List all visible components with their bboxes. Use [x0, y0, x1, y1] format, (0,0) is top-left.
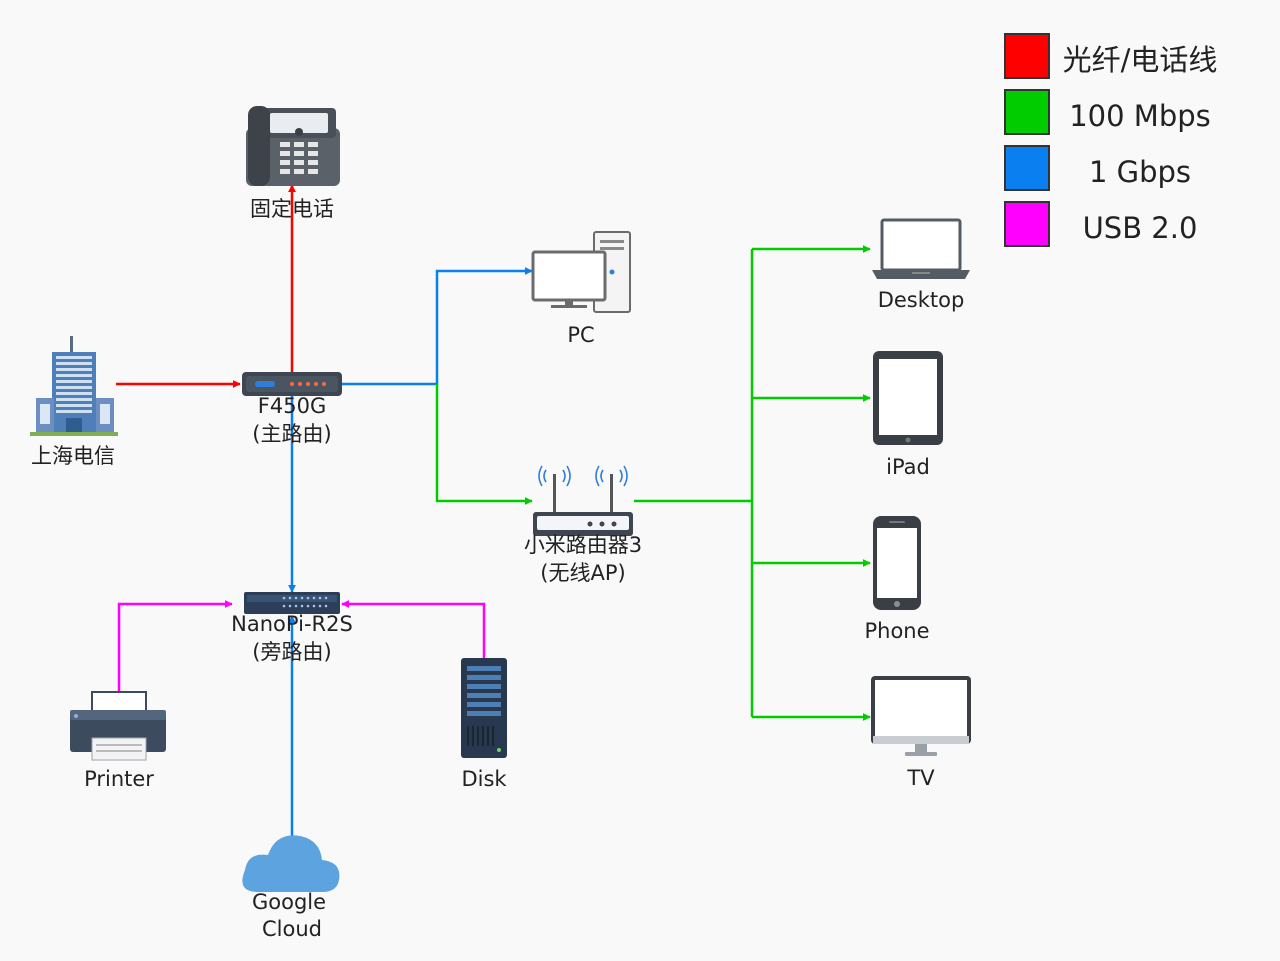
laptop-icon	[872, 218, 970, 279]
legend-item-usb: USB 2.0	[1004, 201, 1198, 247]
link-disk-to-side-router	[341, 600, 486, 658]
legend-swatch-100mbps	[1004, 89, 1050, 135]
modem-router-icon	[242, 372, 342, 396]
node-isp[interactable]: 上海电信	[30, 336, 118, 468]
link-ap-trunk	[634, 249, 754, 717]
ap-router-sublabel: (无线AP)	[540, 561, 625, 585]
desktop-pc-icon	[531, 231, 631, 313]
monitor-tv-icon	[871, 676, 971, 756]
desktop-label: Desktop	[878, 288, 965, 312]
legend-swatch-usb	[1004, 201, 1050, 247]
smartphone-icon	[873, 516, 921, 610]
office-building-icon	[30, 336, 118, 436]
connections	[116, 184, 871, 836]
node-printer[interactable]: Printer	[70, 691, 166, 791]
node-side-router[interactable]: NanoPi-R2S (旁路由)	[231, 592, 353, 664]
node-pc[interactable]: PC	[531, 231, 631, 347]
server-tower-icon	[461, 658, 507, 758]
link-printer-to-side-router	[117, 600, 233, 692]
legend: 光纤/电话线 100 Mbps 1 Gbps USB 2.0	[1004, 33, 1218, 247]
pc-label: PC	[567, 323, 594, 347]
node-main-router[interactable]: F450G (主路由)	[242, 372, 342, 446]
cloud-label: Google	[252, 890, 326, 914]
printer-label: Printer	[84, 767, 154, 791]
tablet-icon	[873, 351, 943, 445]
legend-label-fiber: 光纤/电话线	[1063, 43, 1218, 77]
cloud-sublabel: Cloud	[262, 917, 322, 941]
node-phone[interactable]: Phone	[864, 516, 930, 643]
legend-item-fiber: 光纤/电话线	[1004, 33, 1218, 79]
node-tv[interactable]: TV	[871, 676, 971, 790]
legend-item-1gbps: 1 Gbps	[1004, 145, 1191, 191]
link-main-router-to-ap	[435, 384, 533, 505]
node-disk[interactable]: Disk	[461, 658, 507, 791]
legend-swatch-1gbps	[1004, 145, 1050, 191]
legend-swatch-fiber	[1004, 33, 1050, 79]
tv-label: TV	[906, 766, 935, 790]
legend-label-100mbps: 100 Mbps	[1069, 99, 1211, 133]
node-telephone[interactable]: 固定电话	[246, 106, 340, 221]
main-router-sublabel: (主路由)	[252, 422, 331, 446]
telephone-icon	[246, 106, 340, 186]
phone-label: Phone	[864, 619, 929, 643]
node-desktop[interactable]: Desktop	[872, 218, 970, 312]
network-switch-icon	[244, 592, 340, 614]
link-main-router-to-pc	[342, 267, 533, 386]
node-ap-router[interactable]: 小米路由器3 (无线AP)	[524, 465, 642, 585]
ipad-label: iPad	[886, 455, 930, 479]
node-ipad[interactable]: iPad	[873, 351, 943, 479]
side-router-label: NanoPi-R2S	[231, 612, 353, 636]
main-router-label: F450G	[258, 394, 326, 418]
disk-label: Disk	[461, 767, 507, 791]
isp-label: 上海电信	[31, 444, 115, 468]
printer-icon	[70, 691, 166, 761]
legend-label-usb: USB 2.0	[1083, 211, 1198, 245]
ap-router-label: 小米路由器3	[524, 533, 642, 557]
wireless-router-icon	[533, 465, 633, 536]
legend-item-100mbps: 100 Mbps	[1004, 89, 1211, 135]
node-cloud[interactable]: Google Cloud	[242, 835, 340, 941]
side-router-sublabel: (旁路由)	[252, 640, 331, 664]
cloud-icon	[242, 835, 340, 892]
telephone-label: 固定电话	[250, 197, 334, 221]
legend-label-1gbps: 1 Gbps	[1089, 155, 1191, 189]
